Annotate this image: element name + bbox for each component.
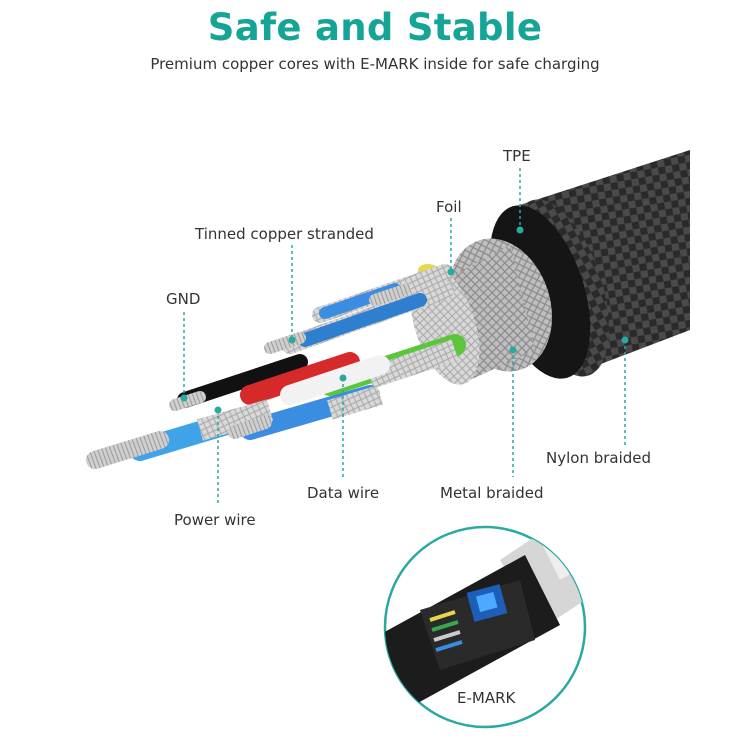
callout-lines <box>183 168 626 680</box>
tpe-label: TPE <box>503 147 531 165</box>
tinned-copper-label: Tinned copper stranded <box>195 225 374 243</box>
nylon-braided-label: Nylon braided <box>546 449 652 467</box>
inner-wires <box>86 264 466 469</box>
emark-label: E-MARK <box>457 689 516 707</box>
foil-label: Foil <box>436 198 462 216</box>
power-wire-label: Power wire <box>174 511 256 529</box>
metal-braided-label: Metal braided <box>440 484 544 502</box>
page-subtitle: Premium copper cores with E-MARK inside … <box>150 55 600 73</box>
callout-dots <box>180 226 629 414</box>
page-title: Safe and Stable <box>207 6 543 49</box>
data-wire-label: Data wire <box>307 484 380 502</box>
gnd-label: GND <box>166 290 201 308</box>
